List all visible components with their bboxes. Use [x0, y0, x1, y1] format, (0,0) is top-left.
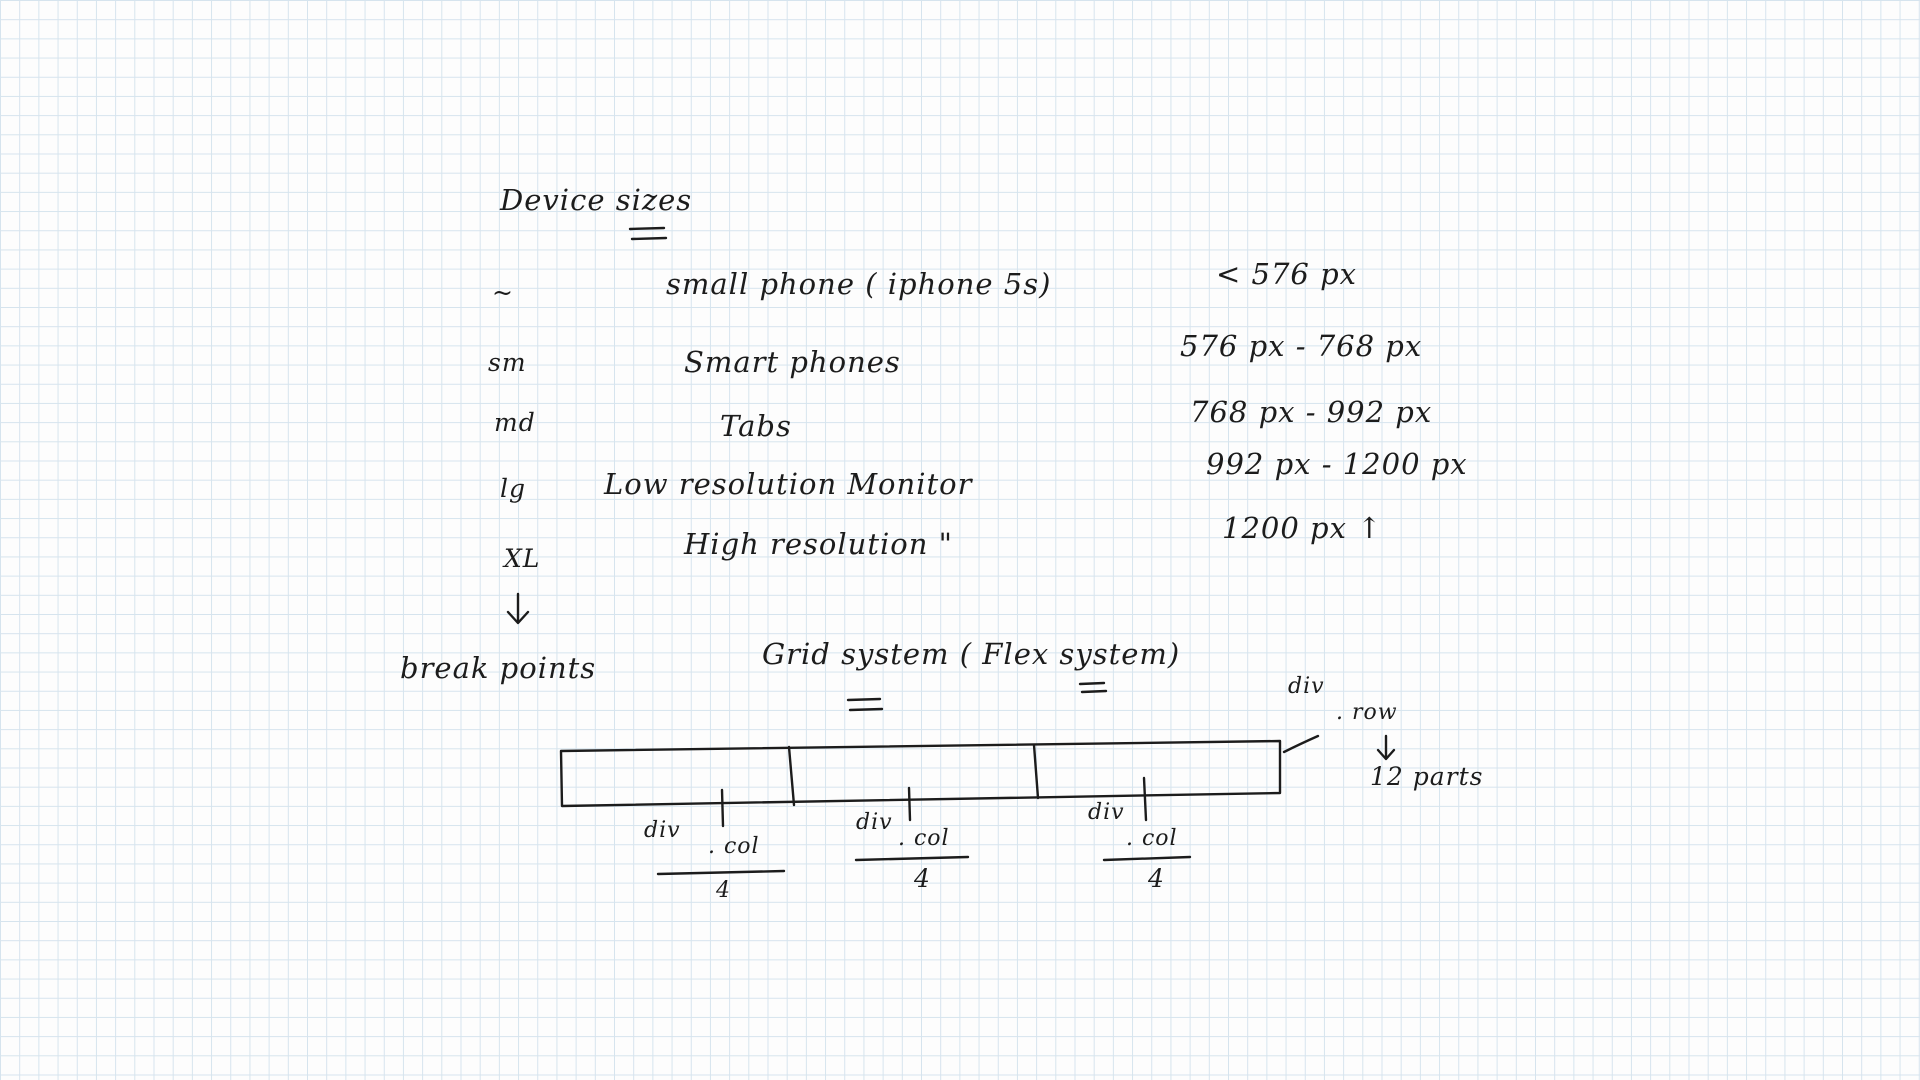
col-fraction-bar-3	[1102, 855, 1192, 862]
col-divider-1	[787, 745, 796, 807]
col-tick-2	[907, 786, 912, 822]
breakpoint-device: Tabs	[720, 409, 792, 443]
breakpoint-range: 992 px - 1200 px	[1206, 447, 1468, 481]
breakpoint-class: sm	[488, 348, 527, 377]
heading-underline-2	[630, 236, 668, 241]
col-div-label: div	[1088, 800, 1125, 825]
row-div-label: div	[1288, 674, 1325, 699]
row-pointer	[1282, 734, 1320, 754]
col-div-label: div	[644, 818, 681, 843]
col-class-label: . col	[708, 834, 760, 859]
flex-underline-2	[1080, 689, 1108, 694]
col-fraction-bar-2	[854, 855, 970, 862]
col-div-label: div	[856, 810, 893, 835]
breakpoint-device: Low resolution Monitor	[604, 467, 973, 501]
col-span-label: 4	[716, 878, 731, 903]
col-tick-1	[720, 788, 725, 828]
row-parts-label: 12 parts	[1370, 762, 1484, 791]
page-title: Device sizes	[500, 183, 693, 217]
col-class-label: . col	[898, 826, 950, 851]
breakpoint-range: 576 px - 768 px	[1180, 329, 1423, 363]
flex-underline-1	[1078, 681, 1106, 686]
col-fraction-bar-1	[656, 869, 786, 876]
col-span-label: 4	[914, 864, 931, 893]
breakpoint-range: 1200 px ↑	[1222, 511, 1383, 545]
col-tick-3	[1142, 776, 1148, 822]
breakpoint-device: High resolution "	[684, 527, 953, 561]
breakpoints-label: break points	[400, 651, 597, 685]
row-arrow-head	[1376, 748, 1396, 761]
breakpoint-range: < 576 px	[1216, 257, 1358, 291]
heading-underline-1	[628, 226, 666, 231]
row-box	[559, 739, 1282, 808]
down-arrow-head	[506, 610, 530, 625]
grid-underline-2	[848, 707, 884, 712]
breakpoint-class: XL	[504, 544, 541, 573]
row-class-label: . row	[1336, 700, 1398, 725]
grid-underline-1	[846, 697, 882, 702]
breakpoint-class: lg	[500, 474, 526, 503]
breakpoint-device: small phone ( iphone 5s)	[666, 267, 1052, 301]
breakpoint-range: 768 px - 992 px	[1190, 395, 1433, 429]
breakpoint-device: Smart phones	[684, 345, 901, 379]
col-class-label: . col	[1126, 826, 1178, 851]
col-span-label: 4	[1148, 864, 1165, 893]
breakpoint-class: md	[494, 408, 536, 437]
grid-title: Grid system ( Flex system)	[762, 637, 1181, 671]
col-divider-2	[1032, 743, 1040, 800]
breakpoint-class: ~	[492, 278, 514, 307]
